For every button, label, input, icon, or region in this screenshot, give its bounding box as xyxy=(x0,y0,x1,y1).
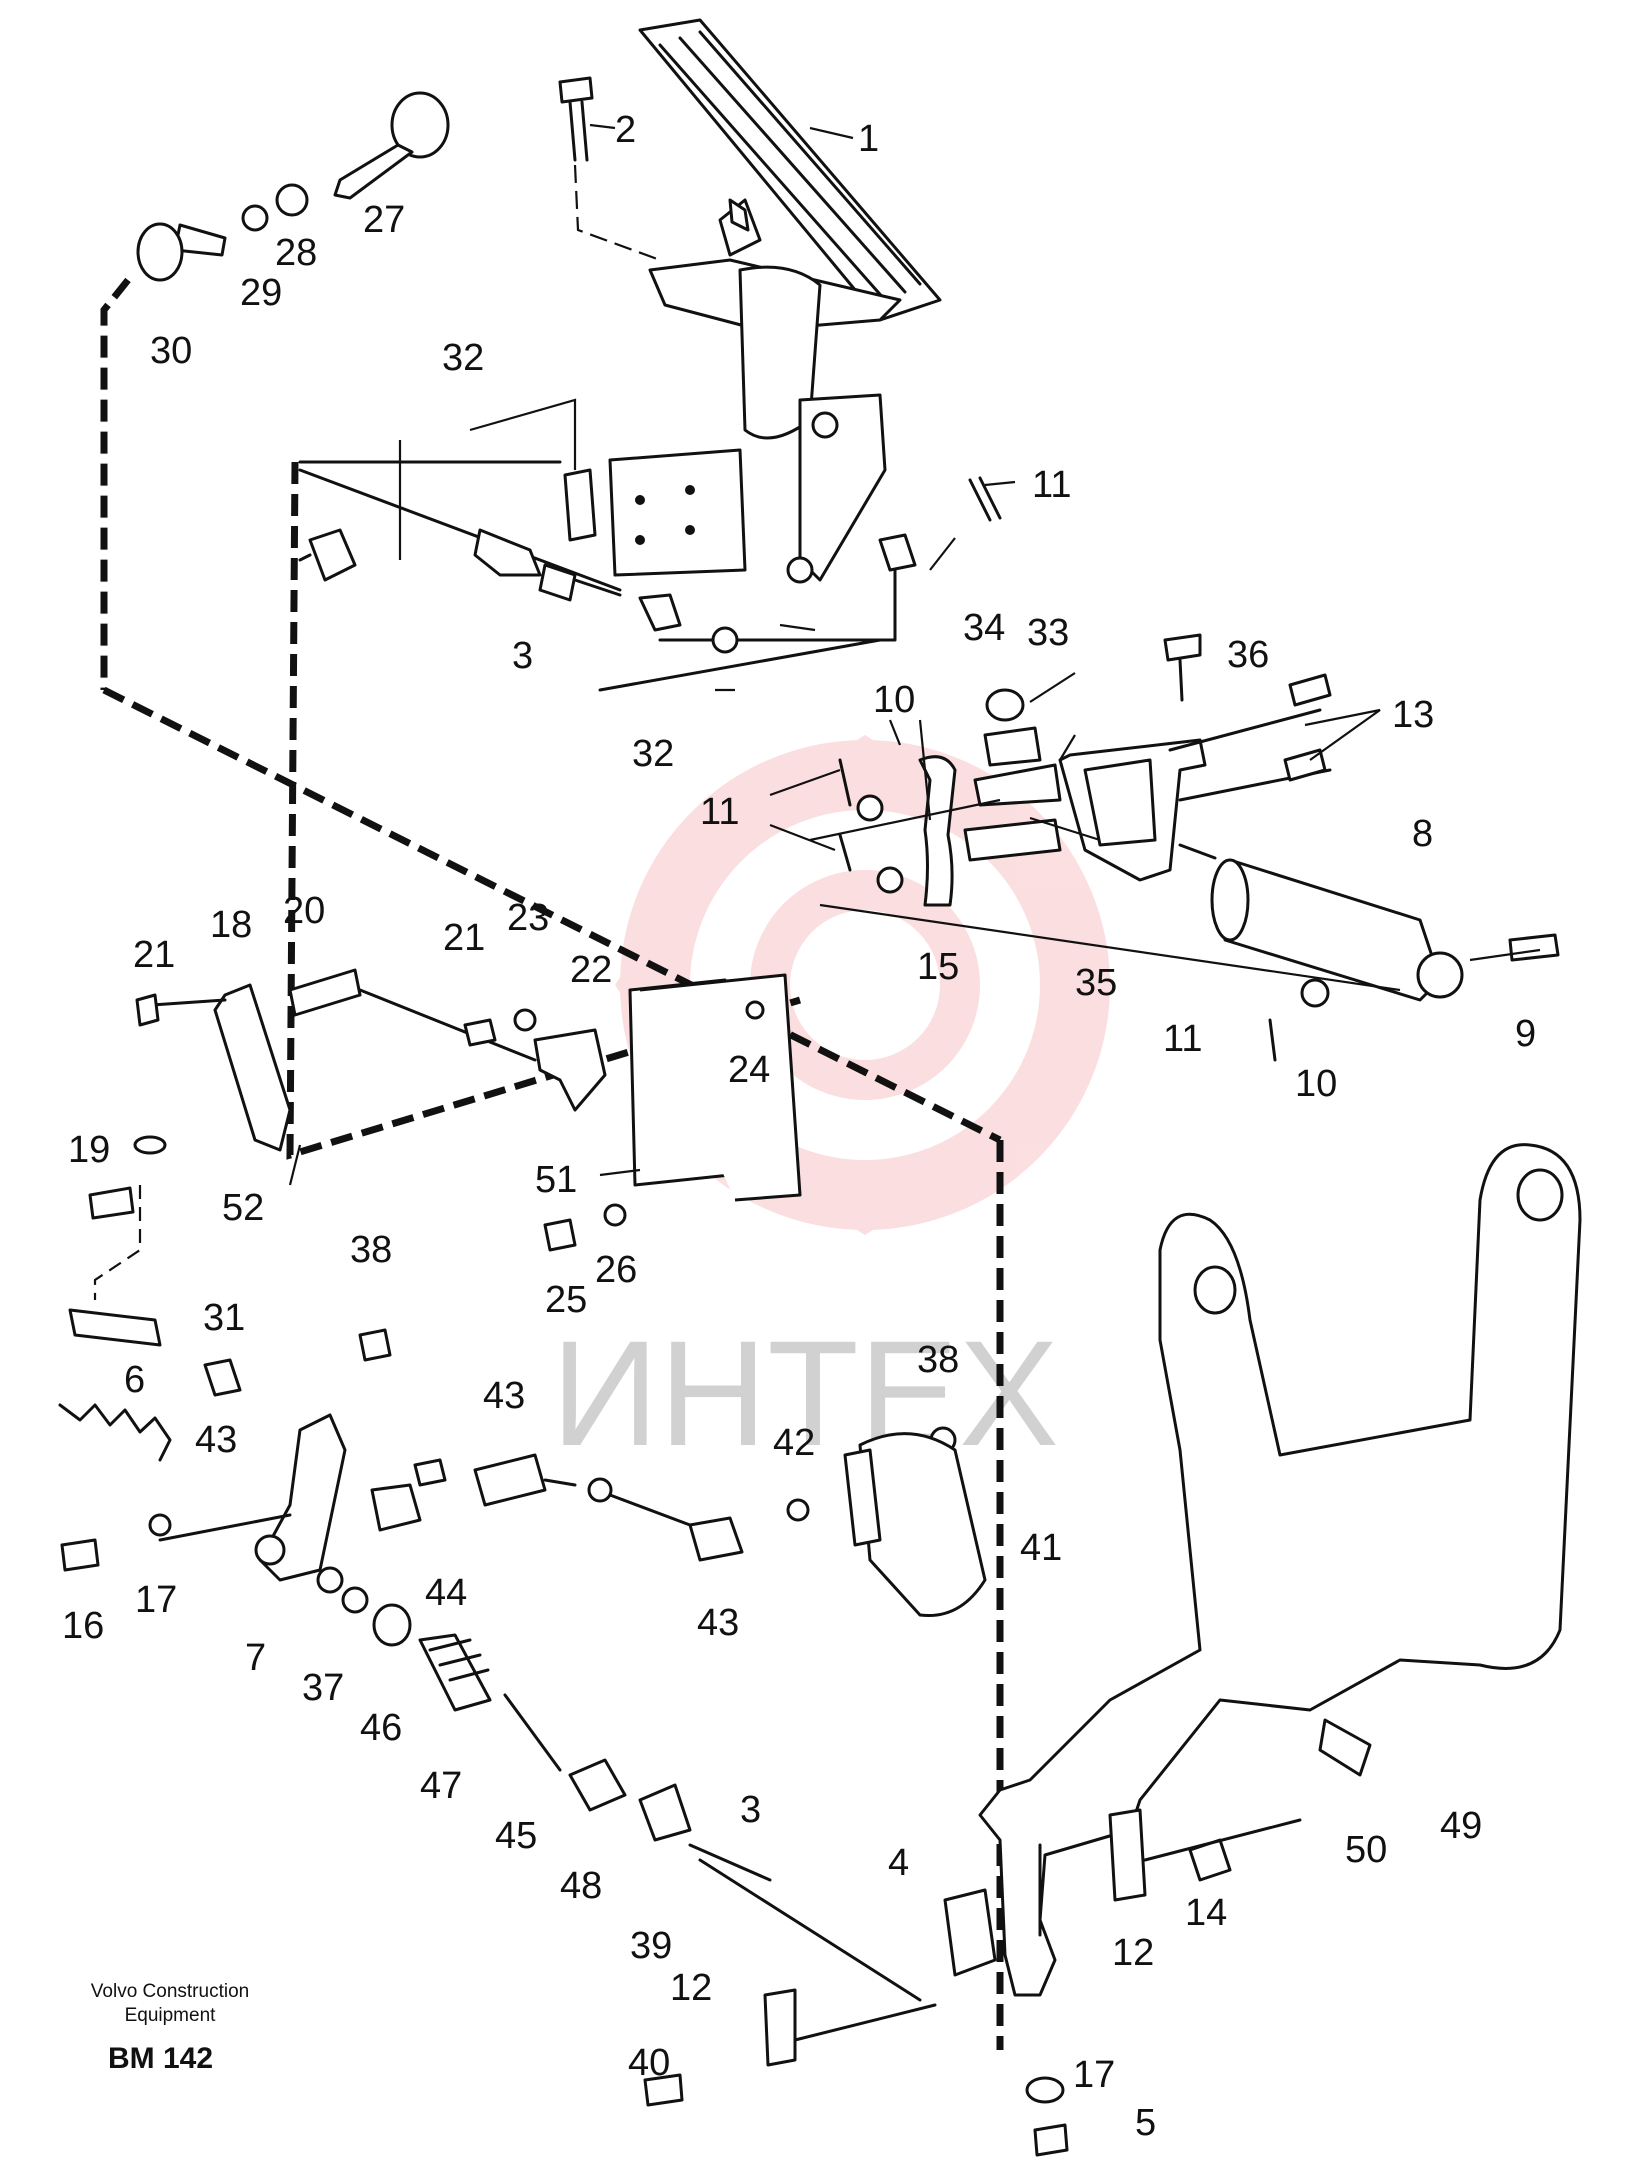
callout-38: 38 xyxy=(350,1229,392,1271)
callout-43: 43 xyxy=(697,1602,739,1644)
callout-13: 13 xyxy=(1392,694,1434,736)
dashed-linkage xyxy=(100,277,1004,2050)
callout-26: 26 xyxy=(595,1249,637,1291)
callout-52: 52 xyxy=(222,1187,264,1229)
cotter-pin-11-upper xyxy=(968,476,1002,522)
callout-37: 37 xyxy=(302,1667,344,1709)
callout-24: 24 xyxy=(728,1049,770,1091)
hand-throttle-knob xyxy=(136,91,450,282)
diagram-code: BM 142 xyxy=(108,2042,214,2075)
callout-47: 47 xyxy=(420,1765,462,1807)
lever-linkage-group xyxy=(88,968,802,1300)
leader-lines xyxy=(589,123,1541,962)
callout-42: 42 xyxy=(773,1422,815,1464)
callout-21: 21 xyxy=(443,917,485,959)
callout-3: 3 xyxy=(512,635,533,677)
callout-20: 20 xyxy=(283,890,325,932)
callout-23: 23 xyxy=(507,897,549,939)
watermark-logo xyxy=(615,735,1115,1235)
callout-11: 11 xyxy=(1032,464,1071,506)
callout-5: 5 xyxy=(1135,2102,1156,2144)
callout-16: 16 xyxy=(62,1605,104,1647)
callout-17: 17 xyxy=(135,1579,177,1621)
callout-1: 1 xyxy=(858,118,879,160)
callout-43: 43 xyxy=(195,1419,237,1461)
callout-31: 31 xyxy=(203,1297,245,1339)
callout-44: 44 xyxy=(425,1572,467,1614)
cylinder-8 xyxy=(1178,843,1464,1002)
adjusters-43-group xyxy=(358,1328,987,1618)
watermark-text: ИНТЕХ xyxy=(551,1309,1059,1477)
bracket-35 xyxy=(918,688,1332,907)
callout-15: 15 xyxy=(917,946,959,988)
bracket-plate-32 xyxy=(298,398,897,692)
callout-38: 38 xyxy=(917,1339,959,1381)
callout-39: 39 xyxy=(630,1925,672,1967)
callout-8: 8 xyxy=(1412,813,1433,855)
callout-3: 3 xyxy=(740,1789,761,1831)
throttle-cable-upper xyxy=(298,468,917,654)
callout-48: 48 xyxy=(560,1865,602,1907)
callout-25: 25 xyxy=(545,1279,587,1321)
callout-35: 35 xyxy=(1075,962,1117,1004)
callout-19: 19 xyxy=(68,1129,110,1171)
callout-43: 43 xyxy=(483,1375,525,1417)
callout-49: 49 xyxy=(1440,1805,1482,1847)
maker-line-2: Equipment xyxy=(124,2005,216,2026)
clip-31-spring-6 xyxy=(58,1308,242,1462)
callout-2: 2 xyxy=(615,109,636,151)
callout-30: 30 xyxy=(150,330,192,372)
maker-caption: Volvo Construction Equipment xyxy=(60,1980,280,2028)
callout-18: 18 xyxy=(210,904,252,946)
bolts-13-36 xyxy=(1163,633,1560,962)
callout-45: 45 xyxy=(495,1815,537,1857)
callout-4: 4 xyxy=(888,1842,909,1884)
callout-51: 51 xyxy=(535,1159,577,1201)
maker-line-1: Volvo Construction xyxy=(90,1981,250,2002)
callout-50: 50 xyxy=(1345,1829,1387,1871)
callout-9: 9 xyxy=(1515,1013,1536,1055)
callout-27: 27 xyxy=(363,199,405,241)
callout-17: 17 xyxy=(1073,2054,1115,2096)
bolt-2 xyxy=(558,76,661,262)
callout-11: 11 xyxy=(1163,1018,1202,1060)
callout-10: 10 xyxy=(873,679,915,721)
callout-46: 46 xyxy=(360,1707,402,1749)
lever-7-lower-group xyxy=(60,1413,692,1842)
callout-28: 28 xyxy=(275,232,317,274)
callout-22: 22 xyxy=(570,949,612,991)
callout-12: 12 xyxy=(670,1967,712,2009)
callout-10: 10 xyxy=(1295,1063,1337,1105)
callout-41: 41 xyxy=(1020,1527,1062,1569)
callout-36: 36 xyxy=(1227,634,1269,676)
callout-11: 11 xyxy=(700,791,739,833)
callout-32: 32 xyxy=(632,733,674,775)
callout-6: 6 xyxy=(124,1359,145,1401)
bolt-50 xyxy=(1318,1718,1372,1777)
accelerator-pedal xyxy=(638,18,942,584)
callout-12: 12 xyxy=(1112,1932,1154,1974)
callout-34: 34 xyxy=(963,607,1005,649)
callout-14: 14 xyxy=(1185,1892,1227,1934)
callout-33: 33 xyxy=(1027,612,1069,654)
callout-32: 32 xyxy=(442,337,484,379)
callout-7: 7 xyxy=(245,1637,266,1679)
callout-29: 29 xyxy=(240,272,282,314)
callout-21: 21 xyxy=(133,934,175,976)
washers-and-pins xyxy=(809,758,1401,1062)
lower-fasteners xyxy=(643,1808,1302,2157)
frame-49 xyxy=(978,1143,1582,1997)
callout-40: 40 xyxy=(628,2042,670,2084)
callout-labels: 1 2 3 3 4 5 6 7 8 9 10 10 10 11 11 11 12… xyxy=(62,109,1536,2144)
